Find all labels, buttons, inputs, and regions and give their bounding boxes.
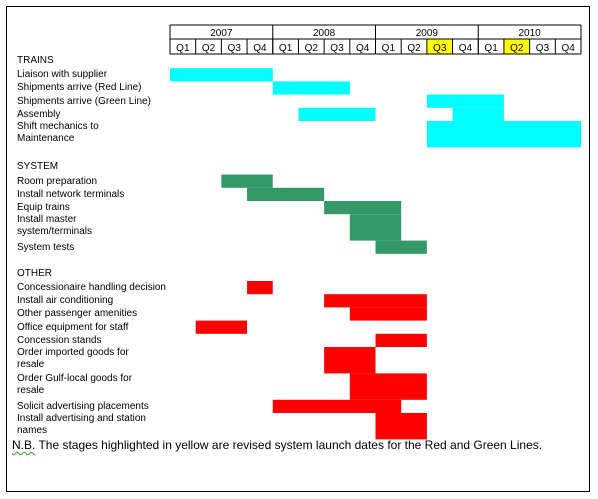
quarter-label-2010-Q2: Q2: [510, 43, 524, 54]
task-bar: [349, 373, 427, 400]
quarter-label-2008-Q3: Q3: [330, 43, 344, 54]
task-label: Install network terminals: [17, 188, 125, 200]
task-label: Order Gulf-local goods for resale: [17, 373, 133, 396]
footnote-prefix: N.B.: [12, 438, 36, 452]
quarter-label-2007-Q2: Q2: [202, 43, 216, 54]
task-label: Concession stands: [17, 334, 102, 346]
quarter-label-2007-Q1: Q1: [176, 43, 190, 54]
footnote: N.B. The stages highlighted in yellow ar…: [12, 438, 542, 452]
task-label: Concessionaire handling decision: [17, 282, 166, 293]
quarter-label-2009-Q3: Q3: [433, 43, 447, 54]
task-label: Shipments arrive (Green Line): [17, 95, 151, 107]
task-label: System tests: [17, 241, 75, 253]
task-bar: [298, 107, 376, 121]
task-label: Install advertising and station names: [17, 413, 146, 436]
quarter-label-2010-Q1: Q1: [484, 43, 498, 54]
footnote-text: The stages highlighted in yellow are rev…: [35, 438, 543, 452]
section-heading-system: SYSTEM: [17, 161, 59, 173]
task-bar: [349, 307, 427, 321]
task-label: Shipments arrive (Red Line): [17, 82, 142, 94]
quarter-label-2009-Q2: Q2: [407, 43, 421, 54]
task-bar: [221, 174, 273, 188]
task-bar: [324, 294, 427, 308]
quarter-label-2010-Q3: Q3: [536, 43, 550, 54]
task-bar: [426, 121, 581, 148]
quarter-label-2008-Q2: Q2: [305, 43, 319, 54]
task-bar: [324, 347, 376, 374]
task-label: Shift mechanics to Maintenance: [17, 121, 99, 144]
task-label: Liaison with supplier: [17, 69, 108, 81]
year-label-2008: 2008: [313, 28, 336, 39]
task-bar: [426, 94, 504, 108]
task-label: Equip trains: [17, 202, 70, 213]
quarter-label-2008-Q1: Q1: [279, 43, 293, 54]
task-label: Install air conditioning: [17, 295, 114, 307]
task-bar: [375, 333, 427, 347]
highlighted-quarter-cell: [503, 39, 530, 54]
highlighted-quarter-cell: [426, 39, 453, 54]
year-label-2009: 2009: [416, 28, 439, 39]
task-bar: [170, 68, 273, 82]
task-bar: [195, 320, 248, 334]
task-bar: [349, 214, 402, 241]
task-bar: [375, 413, 427, 440]
task-bar: [452, 107, 504, 121]
task-label: Order imported goods for resale: [17, 347, 129, 370]
task-label: Room preparation: [17, 175, 98, 187]
section-heading-other: OTHER: [17, 267, 52, 279]
quarter-label-2008-Q4: Q4: [356, 43, 370, 54]
task-bar: [272, 81, 350, 95]
task-bar: [375, 240, 427, 254]
task-label: Assembly: [17, 108, 61, 120]
year-label-2010: 2010: [519, 28, 542, 39]
quarter-label-2007-Q3: Q3: [228, 43, 242, 54]
quarter-label-2007-Q4: Q4: [253, 43, 267, 54]
task-label: Office equipment for staff: [17, 321, 129, 333]
task-bar: [247, 281, 273, 295]
quarter-label-2009-Q1: Q1: [382, 43, 396, 54]
task-label: Other passenger amenities: [17, 308, 138, 320]
task-label: Install master system/terminals: [17, 214, 93, 237]
task-bar: [324, 201, 402, 215]
task-bar: [247, 187, 325, 201]
quarter-label-2009-Q4: Q4: [459, 43, 473, 54]
section-heading-trains: TRAINS: [17, 55, 54, 66]
task-bar: [272, 399, 402, 413]
year-label-2007: 2007: [210, 28, 233, 39]
quarter-label-2010-Q4: Q4: [561, 43, 575, 54]
task-label: Solicit advertising placements: [17, 400, 149, 412]
